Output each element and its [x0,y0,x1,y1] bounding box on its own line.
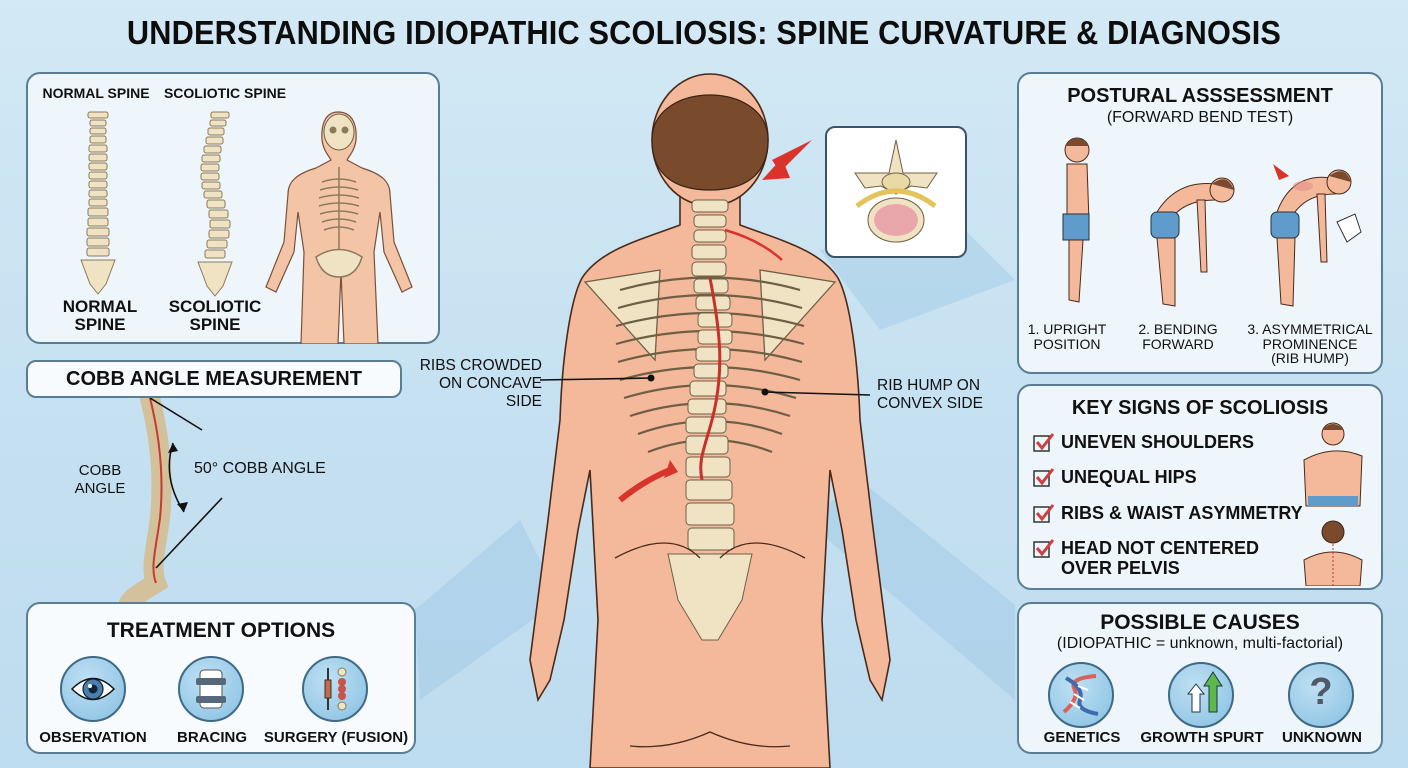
scoliotic-spine-icon [197,111,233,297]
rib-hump-figure-icon [1270,164,1362,307]
cobb-side-label: COBB ANGLE [74,462,126,497]
treatment-surgery-label: SURGERY (FUSION) [263,729,409,746]
upright-figure-icon [1062,137,1090,303]
treatment-title: TREATMENT OPTIONS [106,619,336,642]
page-title: UNDERSTANDING IDIOPATHIC SCOLIOSIS: SPIN… [126,14,1282,51]
sign-unequal-hips: UNEQUAL HIPS [1033,467,1197,487]
key-signs-title: KEY SIGNS OF SCOLIOSIS [1071,397,1329,419]
cause-growth-spurt-label: GROWTH SPURT [1140,729,1264,746]
question-mark-icon: ? [1288,662,1354,728]
checkbox-checked-icon [1033,433,1055,452]
rib-hump-callout: RIB HUMP ON CONVEX SIDE [877,377,983,412]
checkbox-checked-icon [1033,504,1055,523]
cobb-angle-header: COBB ANGLE MEASUREMENT [26,360,402,398]
spine-comparison-illustration [80,111,413,344]
causes-title: POSSIBLE CAUSES [1100,611,1300,634]
back-anatomy-illustration [529,73,891,768]
spinal-fusion-icon [302,656,368,722]
checkbox-checked-icon [1033,539,1055,558]
treatment-observation-label: OBSERVATION [39,729,147,746]
cause-unknown-label: UNKNOWN [1282,729,1362,746]
vertebra-cross-section-inset [825,126,967,258]
cobb-angle-diagram [118,398,223,608]
ribs-crowded-callout: RIBS CROWDED ON CONCAVE SIDE [419,357,542,410]
sign-uneven-shoulders: UNEVEN SHOULDERS [1033,432,1254,452]
postural-title: POSTURAL ASSSESSMENT [1067,85,1333,107]
normal-spine-label: NORMAL SPINE [62,297,138,334]
pointing-hand-icon [1336,213,1362,243]
skeleton-body-icon [265,111,413,344]
normal-spine-header: NORMAL SPINE [42,85,150,101]
cobb-angle-value: 50° COBB ANGLE [194,460,326,477]
bending-figure-icon [1150,177,1235,307]
scoliotic-spine-label: SCOLIOTIC SPINE [168,297,262,334]
cause-genetics-label: GENETICS [1043,729,1121,746]
growth-arrows-icon [1168,662,1234,728]
vertebra-icon [854,139,938,243]
postural-subtitle: (FORWARD BEND TEST) [1106,109,1294,126]
treatment-bracing-label: BRACING [177,729,247,746]
scoliotic-spine-header: SCOLIOTIC SPINE [163,85,287,101]
checkbox-checked-icon [1033,468,1055,487]
dna-icon [1048,662,1114,728]
cobb-angle-title: COBB ANGLE MEASUREMENT [66,368,362,390]
normal-spine-icon [80,111,116,295]
brace-icon [178,656,244,722]
eye-icon [60,656,126,722]
causes-subtitle: (IDIOPATHIC = unknown, multi-factorial) [1056,635,1344,652]
torso-figures-icon [1303,422,1363,586]
forward-bend-test-figures [1062,137,1362,307]
sign-ribs-waist-asymmetry: RIBS & WAIST ASYMMETRY [1033,503,1303,523]
